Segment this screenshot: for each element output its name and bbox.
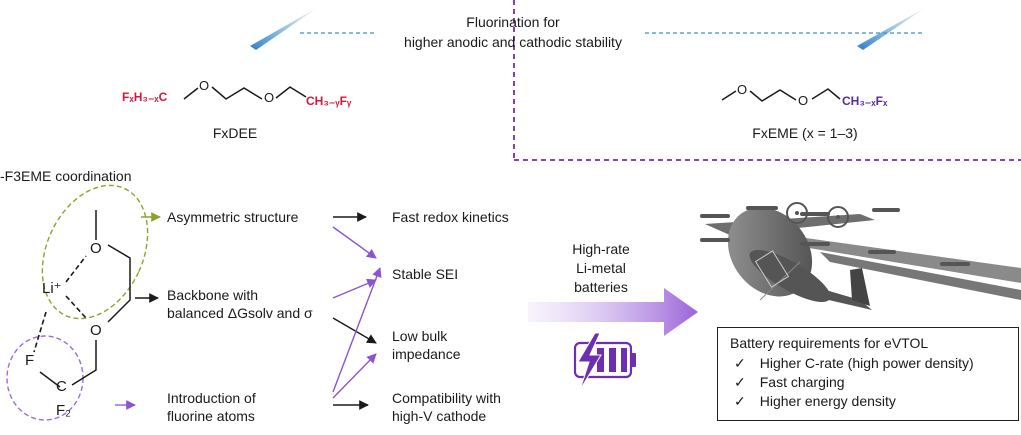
requirement-text: Fast charging xyxy=(759,374,845,390)
outcome-sei: Stable SEI xyxy=(392,266,459,282)
coordination-dashed-bonds xyxy=(33,255,87,353)
blue-streak-left xyxy=(250,6,320,50)
fxeme-name: FxEME (x = 1–3) xyxy=(752,125,858,141)
outcome-compat-line2: high-V cathode xyxy=(392,408,487,424)
check-icon: ✓ xyxy=(734,374,746,390)
fxdee-left-group: FₓH₃₋ₓC xyxy=(122,90,168,104)
arrow-asym-to-sei xyxy=(332,226,377,259)
arrow-backbone-to-impedance xyxy=(332,317,377,344)
arrow-fluorine-to-impedance xyxy=(332,353,377,399)
feature-fluorine-line2: fluorine atoms xyxy=(167,408,255,424)
fxdee-oxygen-2: O xyxy=(264,90,275,105)
blue-streak-right xyxy=(857,6,928,50)
requirement-text: Higher energy density xyxy=(759,393,896,409)
fxdee-chain xyxy=(183,86,307,100)
requirements-box: Battery requirements for eVTOL ✓ Higher … xyxy=(717,327,1019,421)
coord-oxygen-top: O xyxy=(90,240,102,257)
arrow-label-line1: High-rate xyxy=(572,241,630,257)
fxdee-oxygen-1: O xyxy=(199,78,210,93)
battery-bolt-icon xyxy=(573,332,636,391)
fxeme-oxygen-1: O xyxy=(737,82,748,97)
coord-difluoro: F₂ xyxy=(56,402,71,419)
fxeme-chain xyxy=(721,88,841,102)
feature-fluorine-line1: Introduction of xyxy=(167,390,256,406)
outcome-redox: Fast redox kinetics xyxy=(392,209,509,225)
requirement-text: Higher C-rate (high power density) xyxy=(759,355,974,371)
requirements-title: Battery requirements for eVTOL xyxy=(730,335,929,351)
outcome-impedance-line1: Low bulk xyxy=(392,328,448,344)
feature-asymmetric: Asymmetric structure xyxy=(167,209,299,225)
coordination-bonds xyxy=(39,210,131,388)
arrow-backbone-to-sei xyxy=(332,278,377,299)
arrow-fluorine-to-sei xyxy=(332,267,382,393)
coordination-title: -F3EME coordination xyxy=(0,168,132,184)
evtol-aircraft-illustration xyxy=(700,202,1021,310)
arrow-label-line2: Li-metal xyxy=(576,260,626,276)
requirement-item: ✓ Higher C-rate (high power density) xyxy=(734,354,1018,373)
violet-dashed-ellipse xyxy=(6,335,84,421)
fluorination-title-line2: higher anodic and cathodic stability xyxy=(404,34,622,50)
fxeme-oxygen-2: O xyxy=(798,93,809,108)
outcome-impedance-line2: impedance xyxy=(392,346,461,362)
feature-backbone-line2: balanced ΔGsolv and σ xyxy=(167,305,313,321)
big-gradient-arrow xyxy=(528,288,698,336)
fxdee-name: FxDEE xyxy=(212,125,258,141)
outcome-compat-line1: Compatibility with xyxy=(392,390,501,406)
fxdee-right-group: CH₃₋ᵧFᵧ xyxy=(306,94,352,108)
check-icon: ✓ xyxy=(734,355,746,371)
olive-dashed-ellipse xyxy=(41,184,149,320)
coord-fluorine: F xyxy=(25,352,35,369)
requirement-item: ✓ Fast charging xyxy=(734,373,1018,392)
arrow-label-line3: batteries xyxy=(574,279,628,295)
requirement-item: ✓ Higher energy density xyxy=(734,392,1018,411)
feature-backbone-line1: Backbone with xyxy=(167,287,259,303)
coord-lithium: Li⁺ xyxy=(42,280,62,297)
check-icon: ✓ xyxy=(734,393,746,409)
fluorination-title-line1: Fluorination for xyxy=(466,14,560,30)
coord-oxygen-bottom: O xyxy=(90,322,102,339)
fxeme-right-group: CH₃₋ₓFₓ xyxy=(842,94,888,108)
coord-carbon: C xyxy=(56,378,67,395)
